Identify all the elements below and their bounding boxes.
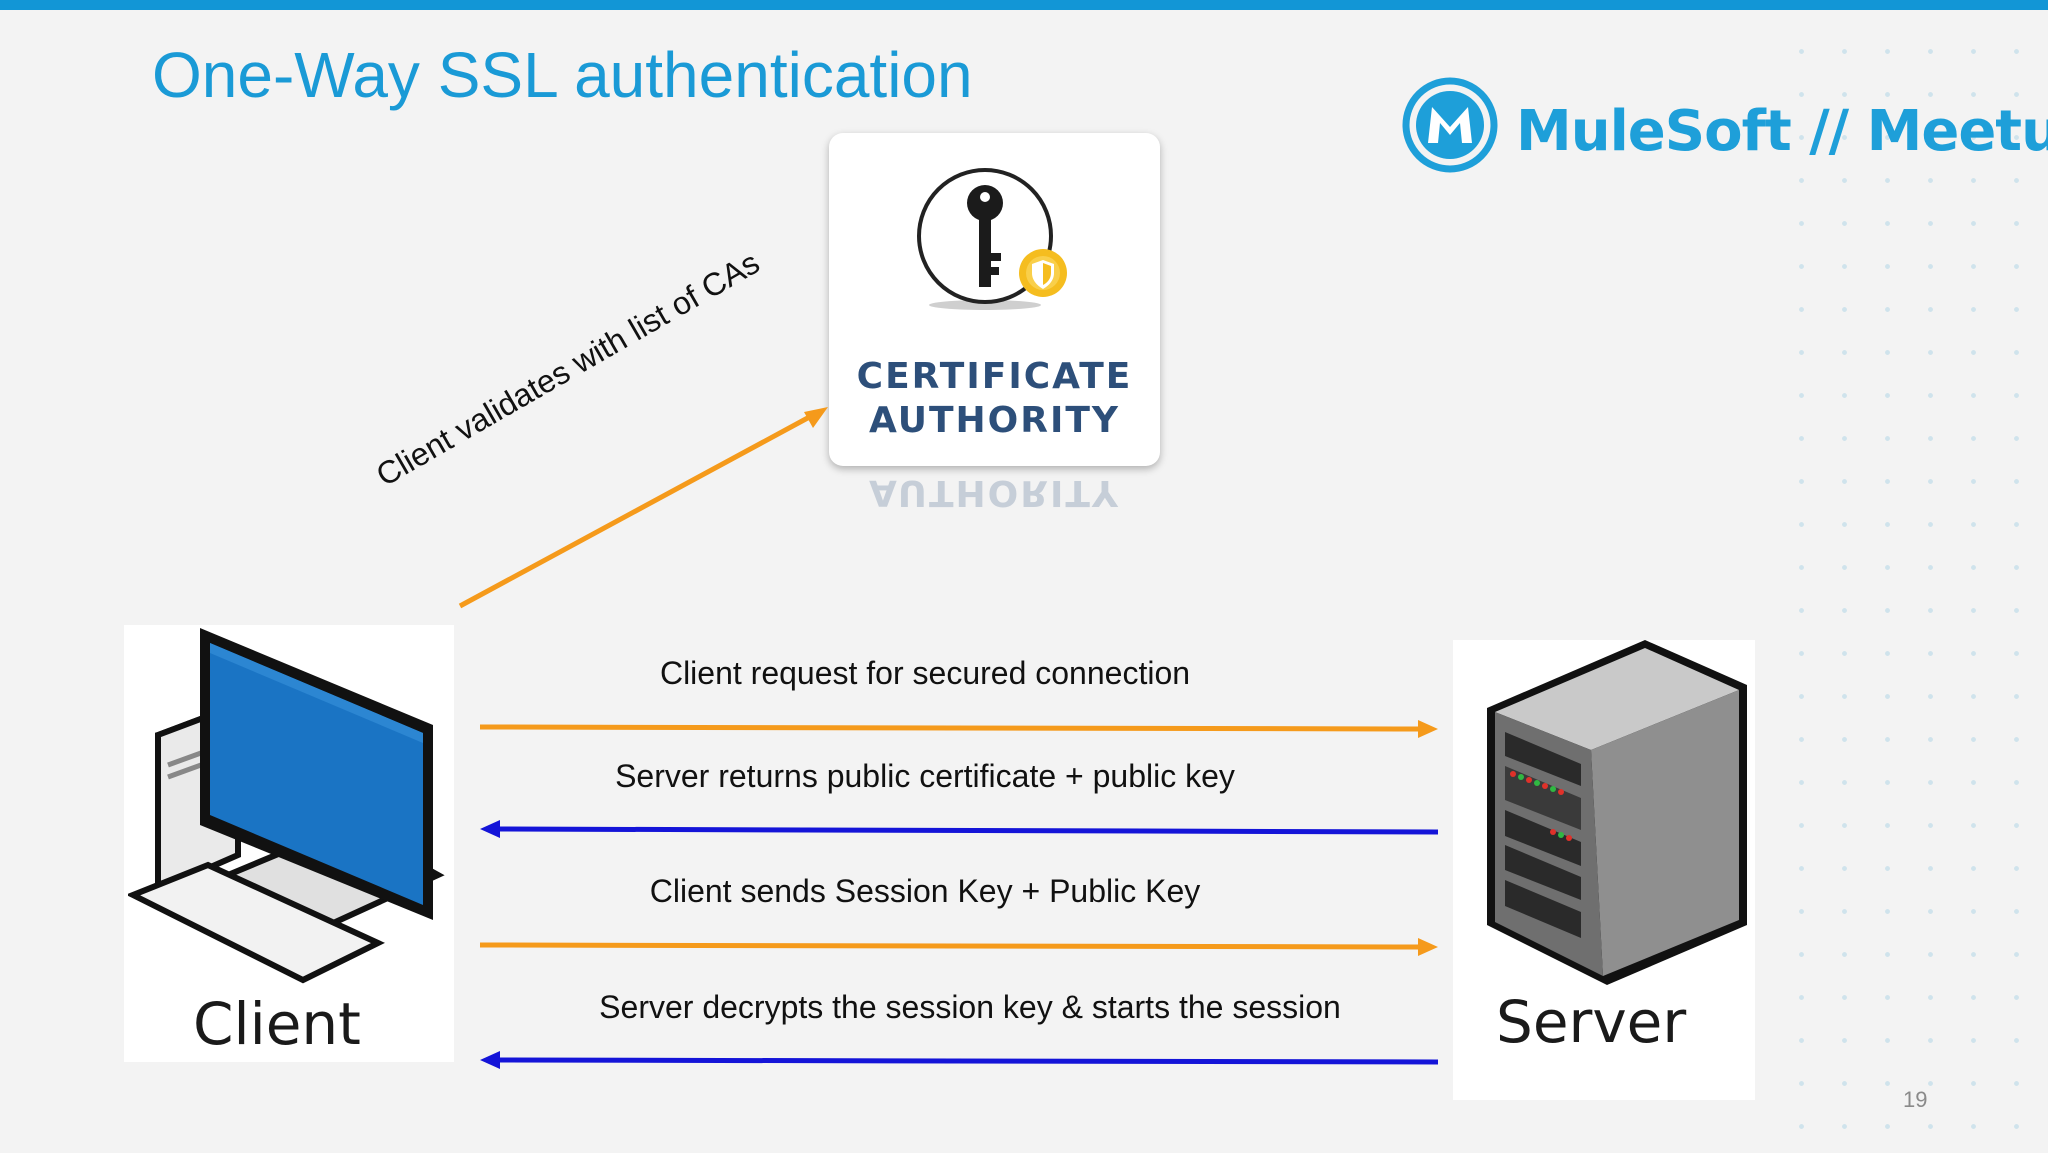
ca-label: CERTIFICATE AUTHORITY <box>829 355 1160 443</box>
server-label: Server <box>1496 988 1687 1056</box>
message-label-3: Client sends Session Key + Public Key <box>649 873 1201 909</box>
message-label-2: Server returns public certificate + publ… <box>615 758 1235 794</box>
client-panel: Client <box>124 625 454 1062</box>
slide-title: One-Way SSL authentication <box>152 39 973 111</box>
desktop-computer-icon <box>128 628 445 984</box>
arrow-client-to-server-1 <box>479 720 1438 738</box>
top-accent-bar <box>0 0 2048 10</box>
ca-label-line1: CERTIFICATE <box>856 356 1133 397</box>
certificate-authority-card: CERTIFICATE AUTHORITY <box>829 133 1160 466</box>
logo-text: MuleSoft // Meetups <box>1516 99 2048 164</box>
ca-arrow <box>458 407 828 609</box>
page-number: 19 <box>1903 1087 1928 1112</box>
server-panel: Server <box>1453 640 1755 1100</box>
mulesoft-meetups-logo: MuleSoft // Meetups <box>1400 75 2048 185</box>
key-shield-icon <box>917 168 1067 310</box>
message-label-4: Server decrypts the session key & starts… <box>599 989 1341 1025</box>
arrow-server-to-client-2 <box>480 820 1439 838</box>
ca-label-line2: AUTHORITY <box>868 400 1120 441</box>
arrow-client-to-server-3 <box>479 938 1438 956</box>
client-label: Client <box>193 990 361 1058</box>
mulesoft-m-icon <box>1402 77 1498 173</box>
arrow-server-to-client-4 <box>480 1051 1439 1069</box>
server-tower-icon <box>1487 640 1747 985</box>
dot-pattern-decoration <box>1780 30 2048 1153</box>
message-label-1: Client request for secured connection <box>659 655 1191 691</box>
